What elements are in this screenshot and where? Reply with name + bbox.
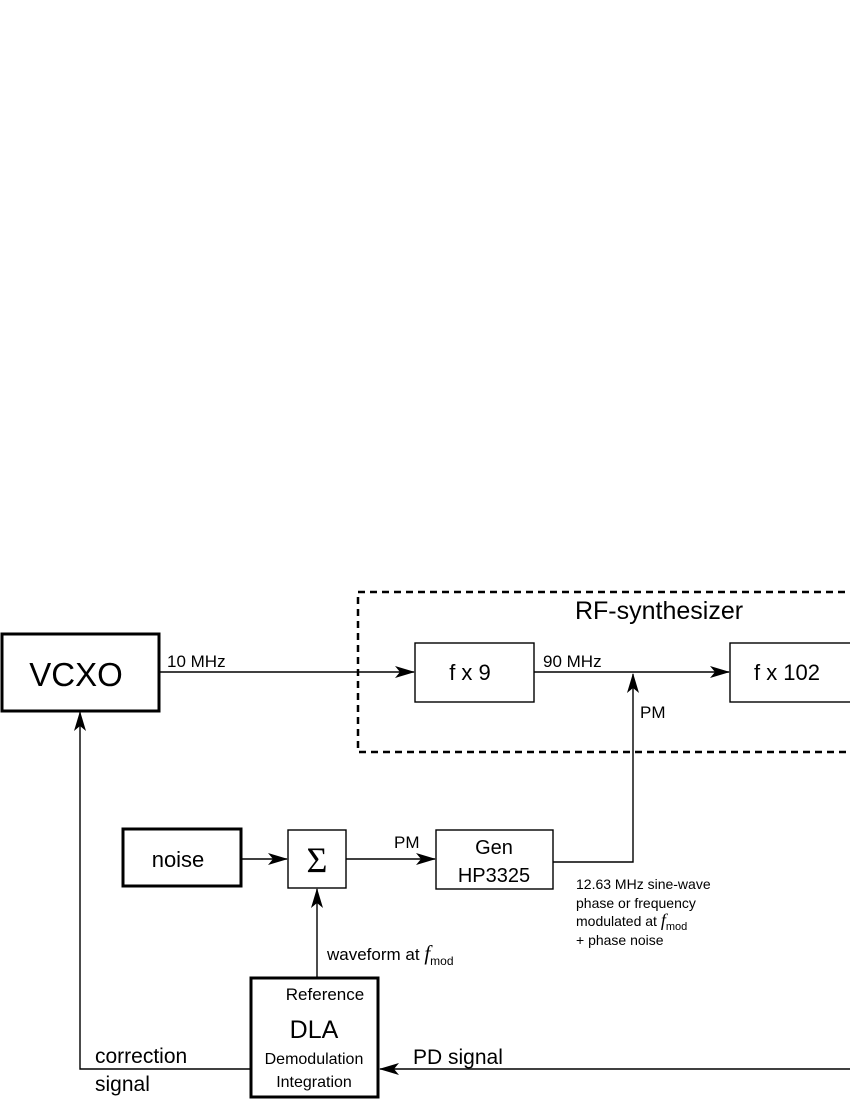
- dla-label-line2: Integration: [276, 1074, 352, 1091]
- generator-label-line2: HP3325: [458, 865, 530, 887]
- noise-block: [121, 827, 243, 888]
- generator-note-prefix: modulated at: [576, 913, 661, 929]
- dla-title: DLA: [290, 1016, 339, 1044]
- generator-label-line1: Gen: [475, 837, 513, 859]
- pd-signal-label: PD signal: [413, 1046, 503, 1069]
- generator-note-f-symbol: f: [661, 910, 669, 930]
- generator-block: [435, 829, 554, 890]
- dla-block: [249, 976, 380, 1099]
- pm-generator-label: PM: [394, 833, 420, 852]
- correction-to-vcxo-arrow: [74, 711, 251, 1070]
- correction-signal-label-line1: correction: [95, 1045, 187, 1068]
- generator-to-synth-pm-arrow: [553, 673, 639, 863]
- pm-synth-label: PM: [640, 703, 666, 722]
- multiplier-x102-label: f x 102: [754, 660, 820, 685]
- generator-note-line3: modulated at fmod: [576, 910, 687, 933]
- generator-note-line1: 12.63 MHz sine-wave: [576, 876, 711, 892]
- waveform-label: waveform at fmod: [326, 941, 454, 968]
- dla-label-line1: Demodulation: [265, 1051, 364, 1068]
- vcxo-output-label: 10 MHz: [167, 652, 226, 671]
- multiplier-x102-block: [729, 642, 850, 703]
- noise-label: noise: [152, 847, 205, 872]
- x9-output-label: 90 MHz: [543, 652, 602, 671]
- summer-icon: Σ: [307, 840, 328, 880]
- waveform-prefix: waveform at: [326, 945, 424, 964]
- rf-synthesizer-label: RF-synthesizer: [575, 597, 743, 625]
- multiplier-x9-label: f x 9: [449, 660, 491, 685]
- generator-note-line2: phase or frequency: [576, 895, 696, 911]
- correction-signal-label-line2: signal: [95, 1073, 150, 1096]
- generator-note-mod-subscript: mod: [666, 921, 687, 933]
- waveform-mod-subscript: mod: [430, 954, 453, 968]
- generator-note-line4: + phase noise: [576, 932, 664, 948]
- vcxo-label: VCXO: [29, 656, 123, 693]
- waveform-f-symbol: f: [424, 941, 433, 965]
- dla-reference-label: Reference: [286, 985, 364, 1004]
